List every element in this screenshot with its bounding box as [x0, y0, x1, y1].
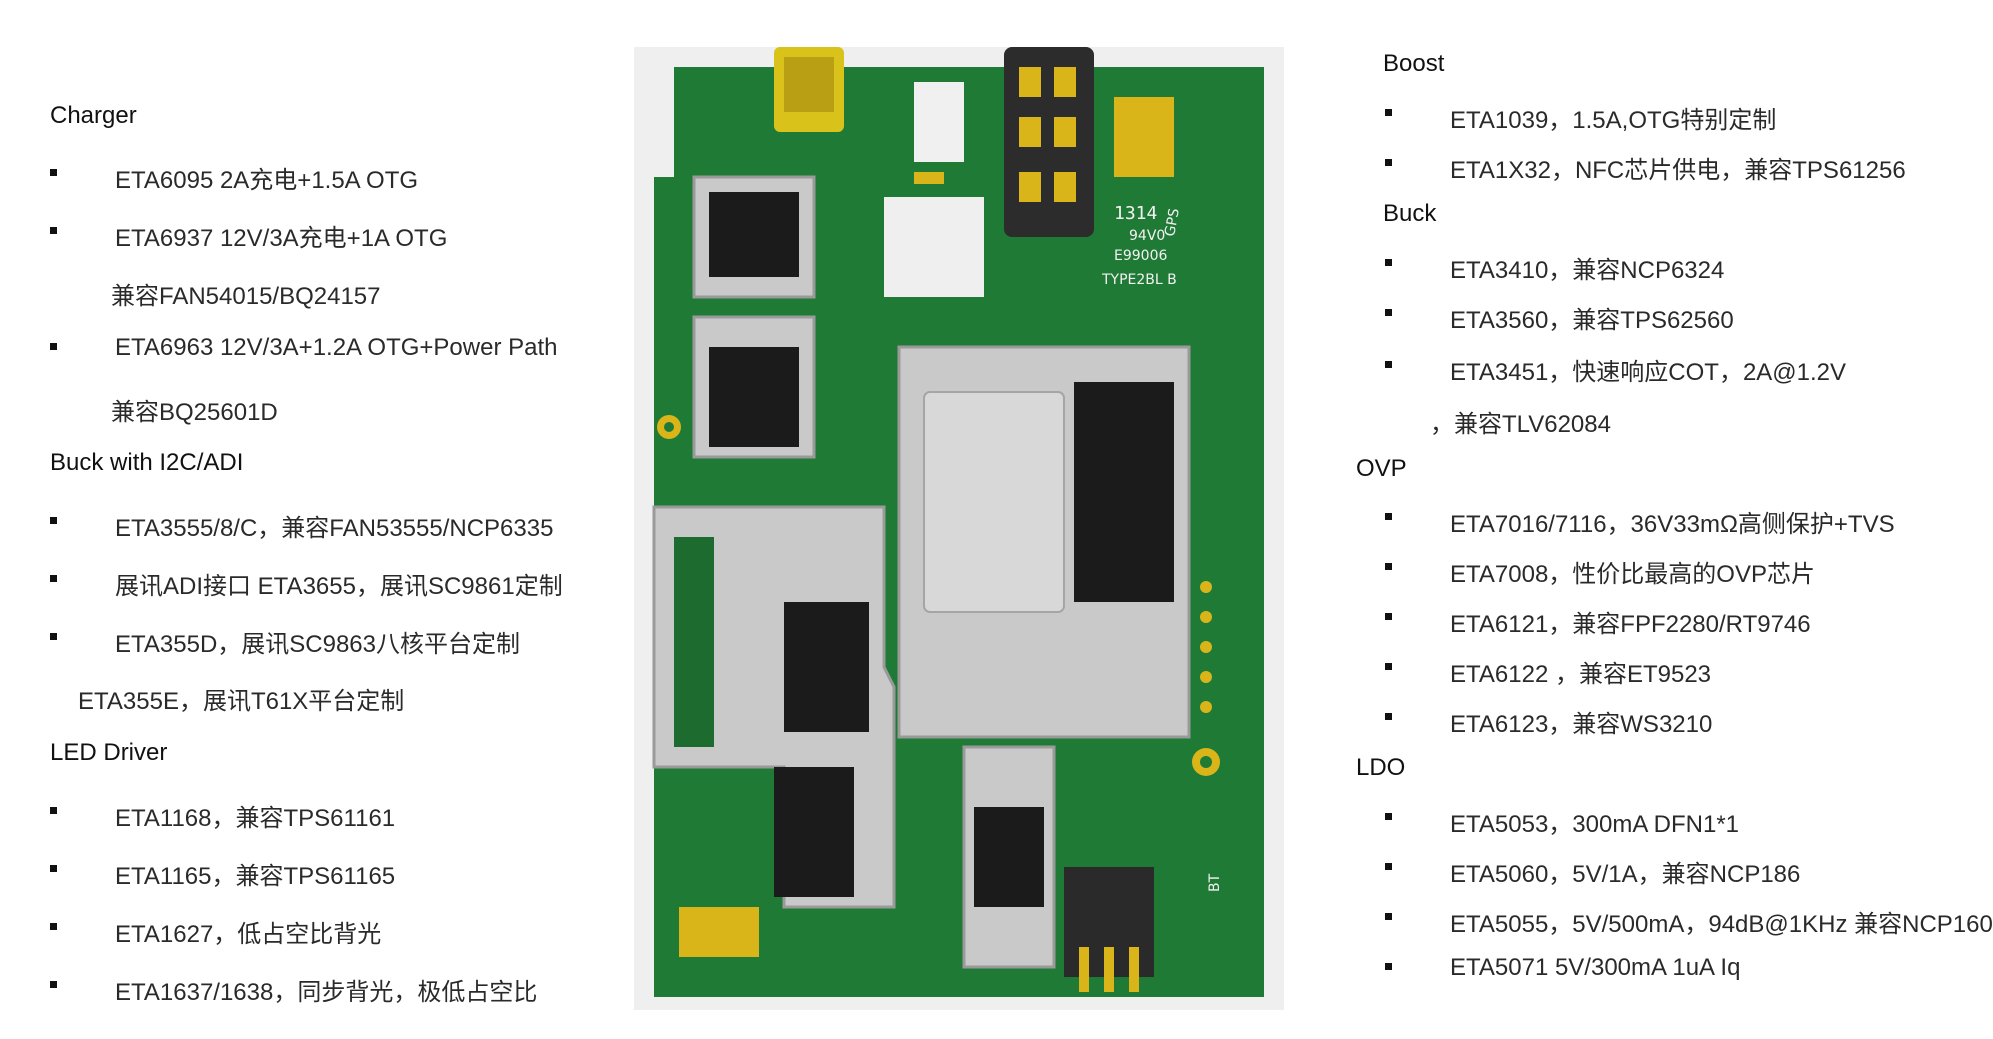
- bullet-icon: [50, 865, 57, 872]
- bullet-icon: [1385, 963, 1392, 970]
- bullet-icon: [1385, 109, 1392, 116]
- section-heading-buck: Buck: [1383, 200, 1437, 227]
- list-item: ETA5055，5V/500mA，94dB@1KHz 兼容NCP160: [1450, 911, 1993, 938]
- list-item-continuation: ，兼容TLV62084: [1430, 411, 1611, 438]
- list-item: ETA3410，兼容NCP6324: [1450, 257, 1725, 284]
- memory-chip: [1074, 382, 1174, 602]
- list-item-continuation: 兼容FAN54015/BQ24157: [111, 283, 381, 310]
- bullet-icon: [50, 343, 57, 350]
- bullet-icon: [1385, 361, 1392, 368]
- bullet-icon: [50, 169, 57, 176]
- silk-cert: E99006: [1114, 248, 1167, 264]
- section-heading-charger: Charger: [50, 102, 137, 129]
- bullet-icon: [1385, 159, 1392, 166]
- bullet-icon: [1385, 309, 1392, 316]
- silk-type: TYPE2BL B: [1101, 272, 1177, 288]
- bullet-icon: [1385, 563, 1392, 570]
- list-item: ETA1637/1638，同步背光，极低占空比: [115, 979, 538, 1006]
- soc-chip: [923, 391, 1065, 613]
- bullet-icon: [1385, 259, 1392, 266]
- list-item: ETA6937 12V/3A充电+1A OTG: [115, 225, 448, 252]
- silk-rating: 94V0: [1129, 228, 1165, 244]
- bullet-icon: [50, 807, 57, 814]
- list-item: ETA6122 ，兼容ET9523: [1450, 661, 1712, 688]
- list-item: ETA6121，兼容FPF2280/RT9746: [1450, 611, 1811, 638]
- bullet-icon: [1385, 913, 1392, 920]
- bullet-icon: [1385, 513, 1392, 520]
- list-item: ETA1039，1.5A,OTG特别定制: [1450, 107, 1777, 134]
- list-item-continuation: ETA355E，展讯T61X平台定制: [78, 688, 405, 715]
- list-item: ETA7016/7116，36V33mΩ高侧保护+TVS: [1450, 511, 1895, 538]
- bullet-icon: [1385, 713, 1392, 720]
- bullet-icon: [50, 227, 57, 234]
- list-item: 展讯ADI接口 ETA3655，展讯SC9861定制: [115, 573, 563, 600]
- gold-pad: [1114, 97, 1174, 177]
- list-item: ETA1627，低占空比背光: [115, 921, 382, 948]
- bullet-icon: [50, 981, 57, 988]
- list-item: ETA7008，性价比最高的OVP芯片: [1450, 561, 1815, 588]
- list-item: ETA5060，5V/1A，兼容NCP186: [1450, 861, 1801, 888]
- bullet-icon: [50, 633, 57, 640]
- section-heading-boost: Boost: [1383, 50, 1445, 77]
- list-item: ETA5053，300mA DFN1*1: [1450, 811, 1740, 838]
- bullet-icon: [1385, 613, 1392, 620]
- connector-block: [1004, 47, 1094, 237]
- list-item: ETA355D，展讯SC9863八核平台定制: [115, 631, 520, 658]
- list-item: ETA3451，快速响应COT，2A@1.2V: [1450, 359, 1847, 386]
- bullet-icon: [1385, 663, 1392, 670]
- bullet-icon: [1385, 863, 1392, 870]
- list-item-continuation: 兼容BQ25601D: [111, 399, 278, 426]
- bullet-icon: [50, 575, 57, 582]
- pcb-illustration: 1314 GPS 94V0 E99006 TYPE2BL B BT: [634, 47, 1284, 1010]
- list-item: ETA1168，兼容TPS61161: [115, 805, 396, 832]
- list-item: ETA6123，兼容WS3210: [1450, 711, 1713, 738]
- section-heading-ovp: OVP: [1356, 455, 1407, 482]
- list-item: ETA5071 5V/300mA 1uA Iq: [1450, 954, 1741, 981]
- list-item: ETA6963 12V/3A+1.2A OTG+Power Path: [115, 334, 558, 361]
- silk-bt: BT: [1207, 873, 1223, 892]
- list-item: ETA3560，兼容TPS62560: [1450, 307, 1734, 334]
- silk-gps: GPS: [1162, 207, 1183, 238]
- silk-board-id: 1314: [1114, 203, 1157, 224]
- pcb-photo: 1314 GPS 94V0 E99006 TYPE2BL B BT: [634, 47, 1284, 1010]
- bullet-icon: [50, 923, 57, 930]
- bullet-icon: [50, 517, 57, 524]
- list-item: ETA3555/8/C，兼容FAN53555/NCP6335: [115, 515, 554, 542]
- list-item: ETA1165，兼容TPS61165: [115, 863, 396, 890]
- section-heading-led-driver: LED Driver: [50, 739, 168, 766]
- section-heading-ldo: LDO: [1356, 754, 1406, 781]
- list-item: ETA1X32，NFC芯片供电，兼容TPS61256: [1450, 157, 1906, 184]
- section-heading-buck-i2c: Buck with I2C/ADI: [50, 449, 244, 476]
- bullet-icon: [1385, 813, 1392, 820]
- list-item: ETA6095 2A充电+1.5A OTG: [115, 167, 419, 194]
